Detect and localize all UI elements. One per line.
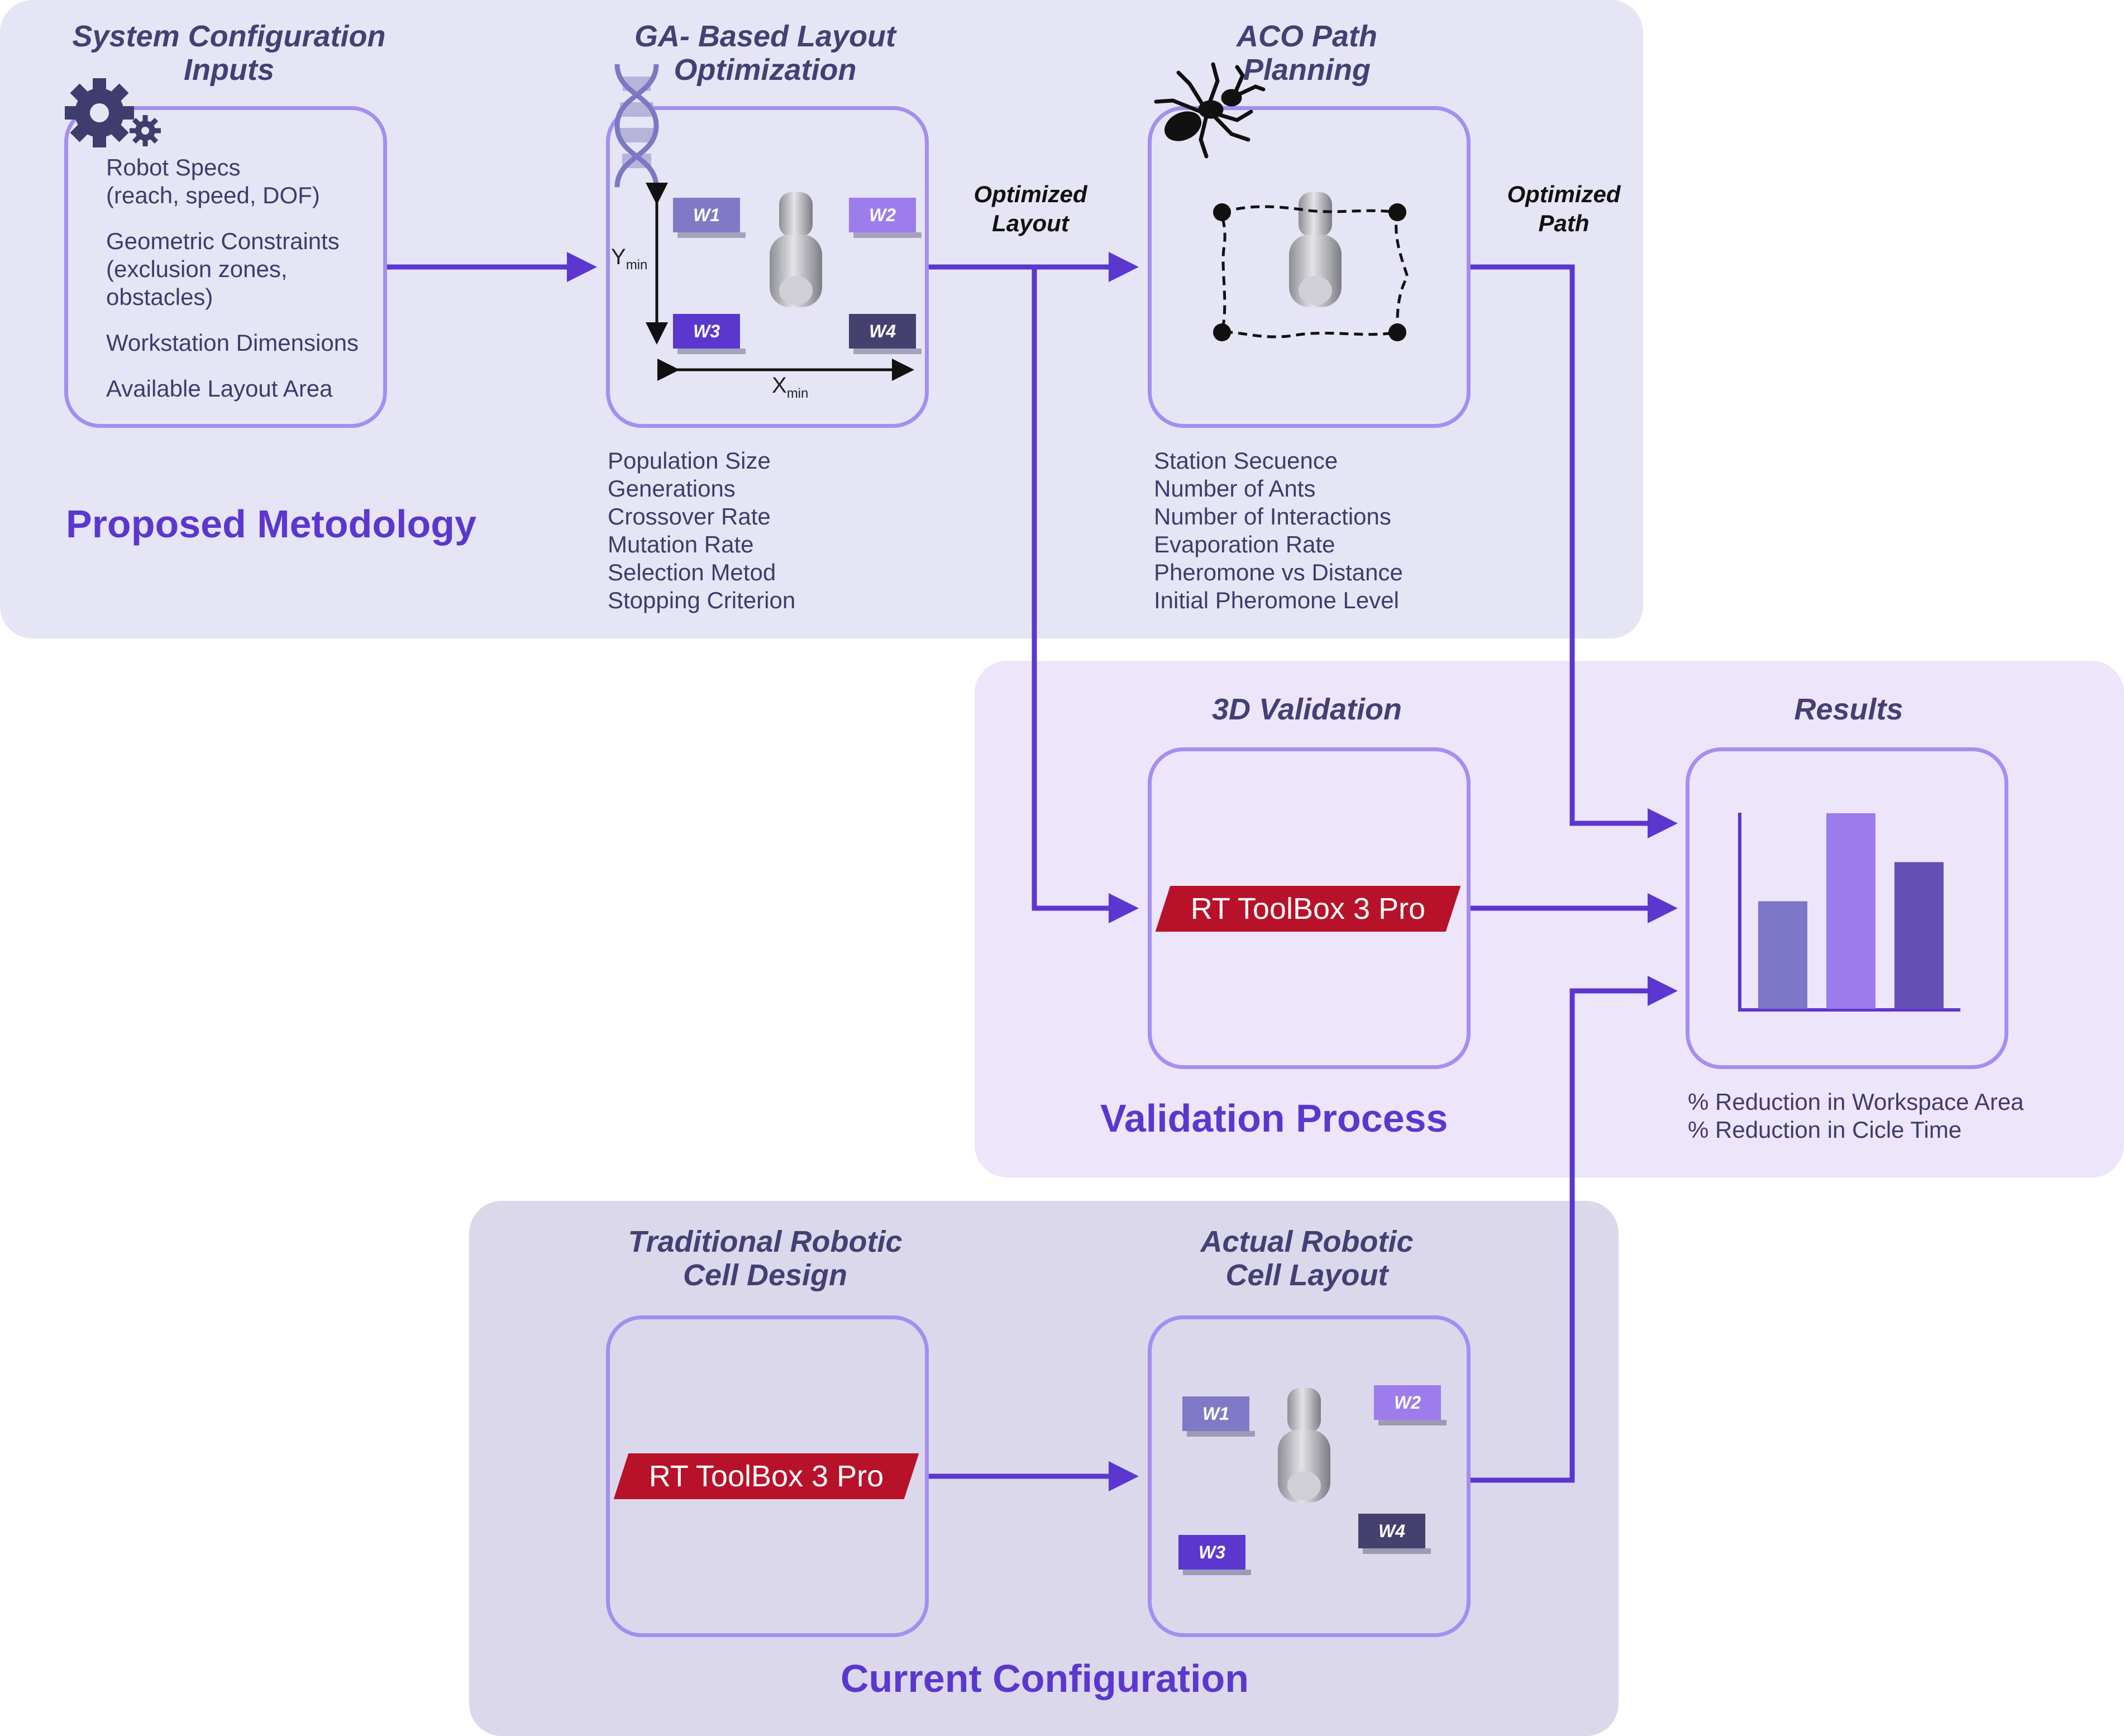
ant-icon (1154, 62, 1266, 159)
aco-params: Station Secuence Number of Ants Number o… (1154, 447, 1403, 614)
validation-box (1148, 747, 1471, 1069)
rt-toolbox-validation: RT ToolBox 3 Pro (1155, 886, 1461, 932)
input-robot-specs: Robot Specs (reach, speed, DOF) (106, 154, 320, 208)
robot-arm-actual (1278, 1388, 1330, 1503)
actual-tile-w4: W4 (1358, 1514, 1431, 1554)
ga-title: GA- Based Layout Optimization (634, 20, 896, 87)
aco-param: Pheromone vs Distance (1154, 559, 1403, 585)
y-axis-sub: min (626, 257, 648, 273)
aco-box (1148, 106, 1471, 428)
gear-icon (65, 78, 161, 147)
results-bar-1 (1758, 901, 1807, 1009)
metric-workspace-area: % Reduction in Workspace Area (1688, 1089, 2024, 1115)
actual-tile-w2: W2 (1374, 1385, 1447, 1425)
x-axis-sub: min (786, 386, 809, 401)
actual-tile-w1: W1 (1182, 1396, 1255, 1437)
traditional-box (606, 1315, 929, 1637)
aco-title: ACO Path Planning (1236, 20, 1378, 87)
inputs-title: System Configuration Inputs (72, 20, 386, 87)
results-bar-3 (1894, 862, 1944, 1009)
ga-param: Crossover Rate (608, 503, 771, 530)
input-workstation-dimensions: Workstation Dimensions (106, 330, 359, 356)
results-chart (1738, 813, 1960, 1012)
inputs-box (64, 106, 387, 428)
arrow-actual-to-results (1471, 976, 1678, 1483)
actual-title: Actual Robotic Cell Layout (1200, 1225, 1414, 1292)
robot-arm-aco (1289, 192, 1342, 307)
metric-cycle-time: % Reduction in Cicle Time (1688, 1117, 1962, 1143)
aco-param: Station Secuence (1154, 447, 1338, 474)
validation-title: 3D Validation (1211, 693, 1402, 726)
ga-axes (646, 183, 914, 381)
traditional-title: Traditional Robotic Cell Design (628, 1225, 903, 1292)
ga-param: Selection Metod (608, 559, 776, 585)
results-bar-2 (1826, 813, 1875, 1009)
robot-arm-ga (770, 192, 822, 307)
proposed-section-title: Proposed Metodology (66, 502, 476, 546)
ga-param: Generations (608, 475, 736, 502)
inputs-list: Robot Specs (reach, speed, DOF) Geometri… (106, 154, 359, 403)
results-title: Results (1794, 693, 1903, 726)
ga-param: Population Size (608, 447, 771, 474)
dna-icon (614, 64, 659, 188)
input-layout-area: Available Layout Area (106, 375, 333, 402)
results-metrics: % Reduction in Workspace Area % Reductio… (1688, 1088, 2024, 1144)
ga-box (606, 106, 929, 428)
arrow-ga-to-validation (1032, 267, 1139, 923)
y-axis-label: Ymin (611, 245, 647, 273)
rt-toolbox-label: RT ToolBox 3 Pro (648, 1460, 884, 1493)
rt-toolbox-traditional: RT ToolBox 3 Pro (613, 1453, 919, 1499)
ga-tile-w2: W2 (849, 198, 922, 238)
optimized-layout-label: Optimized Layout (973, 181, 1087, 236)
aco-param: Evaporation Rate (1154, 531, 1335, 557)
aco-param: Number of Interactions (1154, 503, 1391, 530)
validation-section-title: Validation Process (1100, 1096, 1448, 1140)
aco-path (1213, 203, 1409, 341)
aco-param: Number of Ants (1154, 475, 1316, 502)
y-axis-letter: Y (611, 245, 626, 269)
current-section-title: Current Configuration (841, 1657, 1249, 1700)
input-geometric-constraints: Geometric Constraints (exclusion zones, … (106, 228, 340, 310)
arrow-aco-to-results (1471, 264, 1678, 838)
ga-params: Population Size Generations Crossover Ra… (608, 447, 795, 614)
actual-box (1148, 1315, 1471, 1637)
ga-param: Stopping Criterion (608, 587, 796, 613)
ga-param: Mutation Rate (608, 531, 754, 557)
ga-tile-w4: W4 (849, 314, 922, 354)
ga-tile-w1: W1 (673, 198, 746, 238)
optimized-path-label: Optimized Path (1507, 181, 1621, 236)
ga-tile-w3: W3 (673, 314, 746, 354)
rt-toolbox-label: RT ToolBox 3 Pro (1190, 892, 1426, 926)
actual-tile-w3: W3 (1178, 1535, 1251, 1575)
results-box (1686, 747, 2008, 1069)
aco-param: Initial Pheromone Level (1154, 587, 1399, 613)
